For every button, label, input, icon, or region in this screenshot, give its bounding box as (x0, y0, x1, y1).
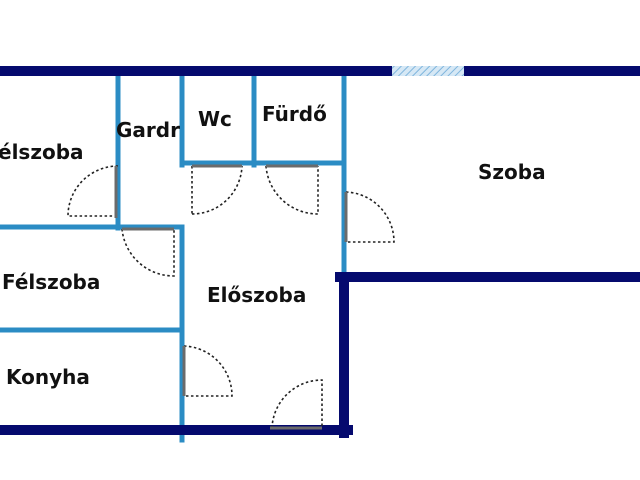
room-label-eloszoba: Előszoba (207, 283, 307, 307)
door-szoba (344, 191, 395, 243)
room-label-konyha: Konyha (6, 365, 90, 389)
room-label-furdo: Fürdő (262, 102, 327, 126)
doors (67, 164, 395, 430)
room-label-wc: Wc (198, 107, 232, 131)
room-label-szoba: Szoba (478, 160, 546, 184)
outer-walls (0, 66, 640, 438)
door-gardrob (121, 227, 175, 277)
door-furdo (265, 164, 319, 215)
door-entrance (270, 379, 323, 430)
door-wc (191, 164, 243, 215)
window (392, 66, 464, 76)
room-label-felszoba-mid: Félszoba (2, 270, 101, 294)
inner-walls (0, 71, 347, 443)
room-label-felszoba-top: élszoba (0, 140, 84, 164)
door-konyha (182, 345, 233, 397)
door-felszoba-top (67, 165, 119, 218)
room-label-gardrob: Gardr (116, 118, 180, 142)
